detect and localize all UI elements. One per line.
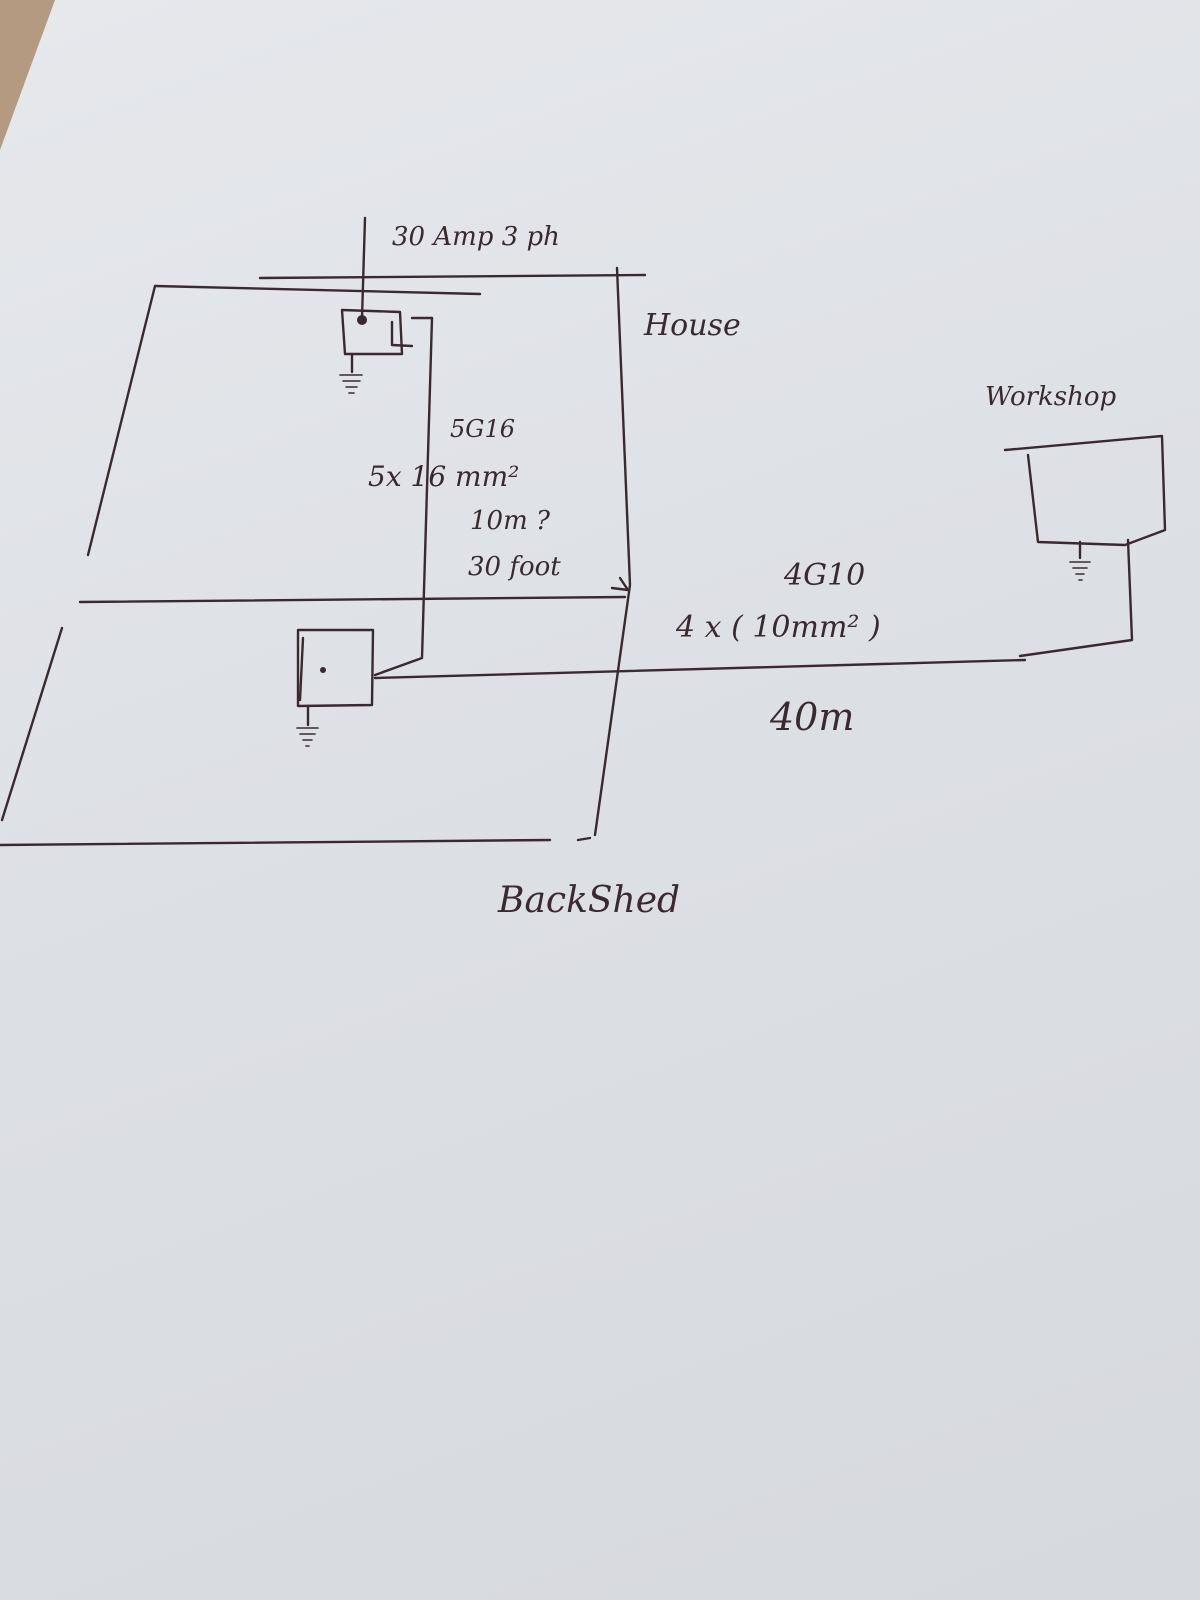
house-earth-symbol (339, 374, 363, 394)
house-board (340, 308, 404, 356)
table-corner (0, 0, 55, 150)
cable1-length-ft-label: 30 foot (468, 552, 561, 582)
cable2-length-label: 40m (770, 695, 855, 739)
backshed-left (0, 626, 64, 822)
cable1-length-m-label: 10m ? (470, 506, 550, 536)
backshed-earth-symbol (296, 727, 319, 747)
backshed-right-end (576, 836, 592, 842)
workshop-label: Workshop (985, 382, 1117, 412)
backshed-label: BackShed (498, 880, 681, 921)
backshed-top (78, 595, 627, 604)
house-board-terminal (357, 315, 367, 325)
cable1-code-label: 5G16 (450, 415, 515, 443)
cable-4g10-riser (1018, 538, 1134, 658)
house-outline-top (153, 284, 482, 296)
house-roofline (258, 273, 647, 280)
cable-4g10 (373, 658, 1027, 680)
house-board-inner (390, 320, 414, 348)
junction-arrow (610, 576, 630, 592)
backshed-board (296, 628, 375, 708)
backshed-board-inner (298, 636, 305, 702)
boundary-line (593, 266, 632, 837)
workshop-box (1003, 434, 1167, 547)
cable2-code-label: 4G10 (784, 558, 866, 593)
supply-label: 30 Amp 3 ph (392, 222, 560, 252)
cable2-size-label: 4 x ( 10mm² ) (676, 610, 881, 645)
cable1-size-label: 5x 16 mm² (368, 460, 520, 493)
house-label: House (644, 308, 741, 343)
backshed-bottom (0, 838, 552, 847)
backshed-board-terminal (320, 667, 326, 673)
supply-line (360, 216, 367, 320)
house-outline-left (86, 284, 157, 557)
workshop-earth-symbol (1069, 561, 1091, 581)
cable-5g16 (373, 316, 434, 677)
